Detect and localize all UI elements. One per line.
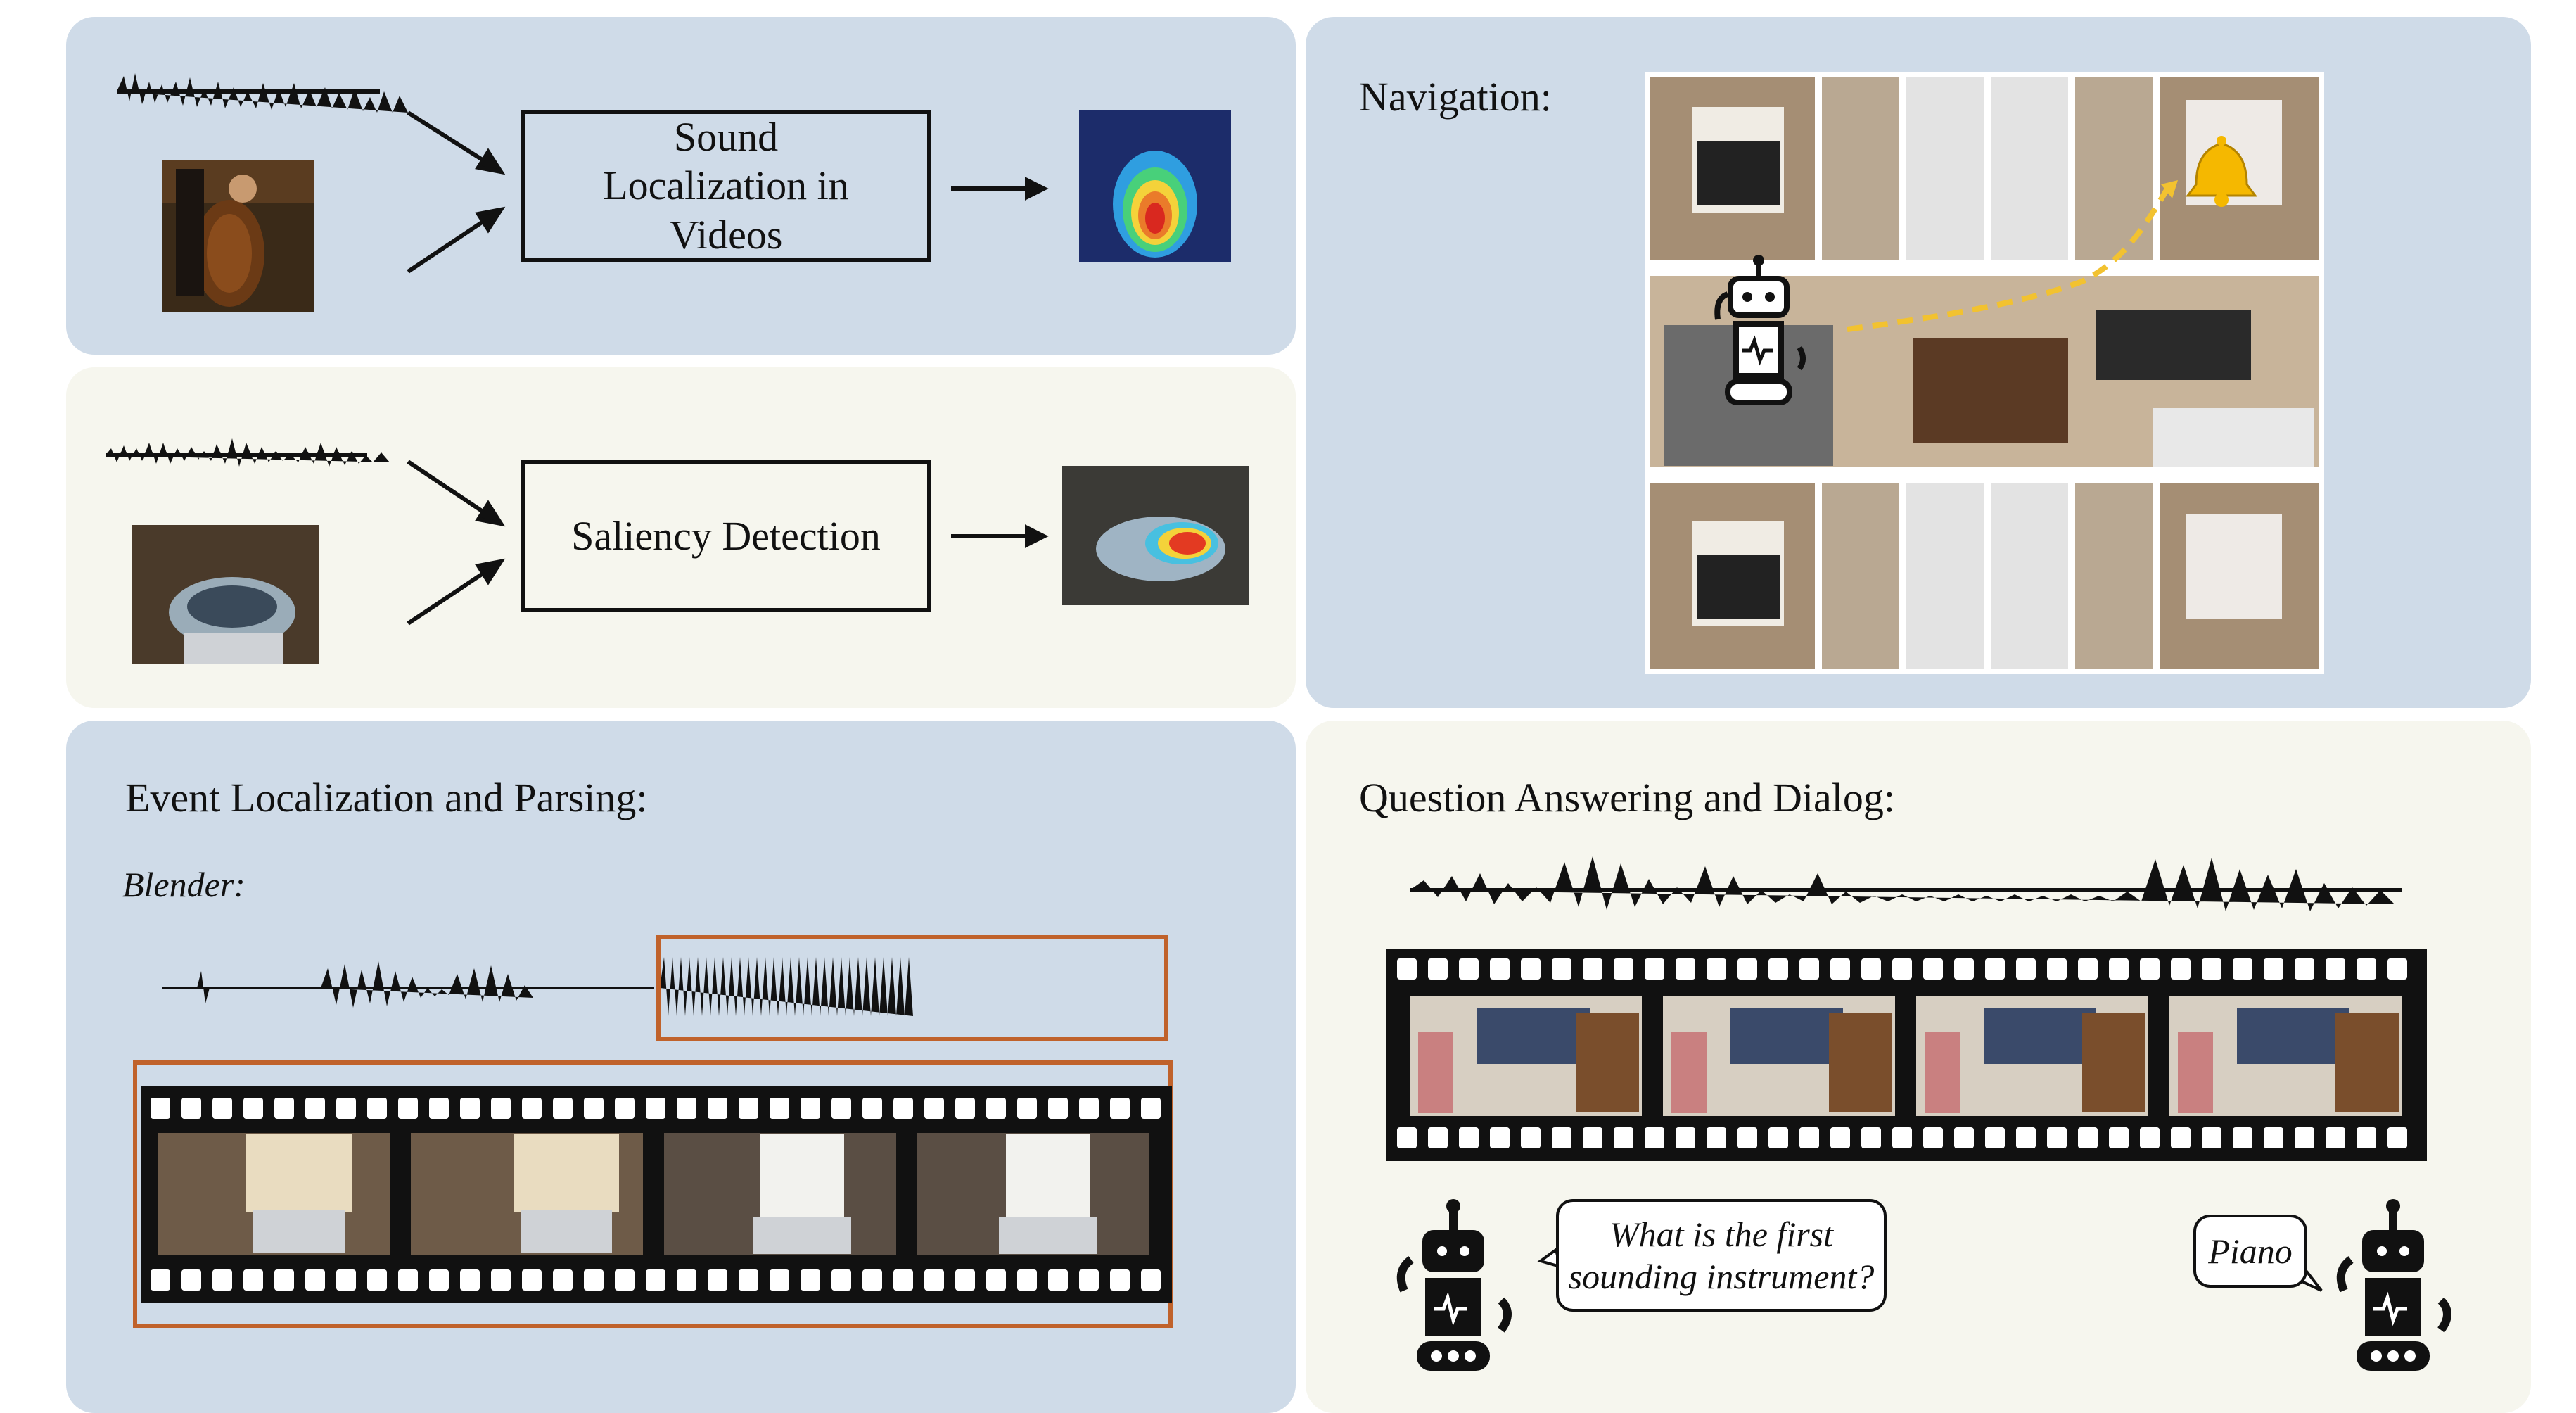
event-title: Event Localization and Parsing: <box>125 775 648 820</box>
question-bubble: What is the first sounding instrument? <box>1556 1199 1887 1312</box>
navigation-title: Navigation: <box>1359 74 1552 120</box>
sound-localization-box: Sound Localization in Videos <box>521 110 931 262</box>
event-panel <box>66 721 1296 1413</box>
answer-bubble: Piano <box>2193 1215 2307 1288</box>
saliency-label: Saliency Detection <box>571 513 881 559</box>
qa-title: Question Answering and Dialog: <box>1359 775 1895 820</box>
answer-text: Piano <box>2208 1231 2293 1271</box>
question-text: What is the first sounding instrument? <box>1568 1215 1875 1296</box>
event-subtitle: Blender: <box>122 865 246 904</box>
saliency-box: Saliency Detection <box>521 460 931 612</box>
navigation-panel <box>1306 17 2531 708</box>
sound-localization-label: Sound Localization in Videos <box>603 113 849 258</box>
qa-panel <box>1306 721 2531 1413</box>
